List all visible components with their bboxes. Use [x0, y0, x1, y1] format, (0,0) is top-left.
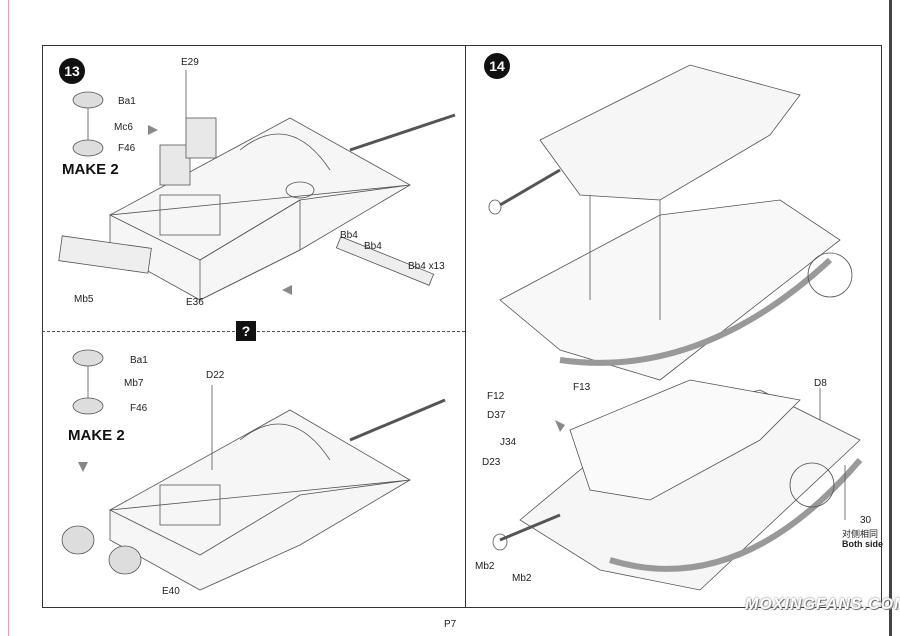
- part-label-d22: D22: [206, 370, 225, 381]
- wheel-parts-top: [72, 70, 292, 295]
- make-2-label: MAKE 2: [68, 427, 125, 444]
- part-label-f46: F46: [118, 143, 136, 154]
- hull-drawing-top: [58, 113, 456, 301]
- part-label-e29: E29: [181, 57, 199, 68]
- part-label-f13: F13: [573, 382, 591, 393]
- part-label-mb5: Mb5: [74, 294, 94, 305]
- part-label-f12: F12: [487, 391, 505, 402]
- hull-drawing-bottom: [61, 349, 446, 591]
- step-13-number: 13: [59, 58, 85, 84]
- part-label-mb2: Mb2: [475, 561, 495, 572]
- margin-line: [8, 0, 9, 636]
- part-label-bb4: Bb4: [340, 230, 358, 241]
- part-label-mb2: Mb2: [512, 573, 532, 584]
- part-label-e36: E36: [186, 297, 204, 308]
- part-label-mb7: Mb7: [124, 378, 144, 389]
- page-edge: [889, 0, 892, 636]
- assembled-tank-drawing: [492, 379, 863, 591]
- part-label-bb4: Bb4: [364, 241, 382, 252]
- watermark-logo: MOXINGFANS.COM: [745, 596, 900, 613]
- step-divider: [465, 45, 466, 608]
- part-label-f46: F46: [130, 403, 148, 414]
- note-both-side-cn: 对侧相同: [842, 529, 879, 539]
- question-mark-box: ?: [236, 321, 256, 341]
- part-label-j34: J34: [500, 437, 517, 448]
- page-number: P7: [444, 619, 457, 630]
- make-2-label: MAKE 2: [62, 161, 119, 178]
- part-label-ba1: Ba1: [118, 96, 136, 107]
- part-label-d8: D8: [814, 378, 827, 389]
- superstructure-drawing: [488, 64, 801, 215]
- page-frame: [42, 45, 882, 608]
- part-label-d37: D37: [487, 410, 506, 421]
- chassis-drawing-top: [499, 195, 853, 381]
- part-label-e40: E40: [162, 586, 180, 597]
- step-14-number: 14: [484, 53, 510, 79]
- part-label-ba1: Ba1: [130, 355, 148, 366]
- part-label-30: 30: [860, 515, 872, 526]
- part-label-d23: D23: [482, 457, 501, 468]
- note-both-side-en: Both side: [842, 539, 884, 549]
- part-label-bb4-x13: Bb4 x13: [408, 261, 445, 272]
- part-label-mc6: Mc6: [114, 122, 133, 133]
